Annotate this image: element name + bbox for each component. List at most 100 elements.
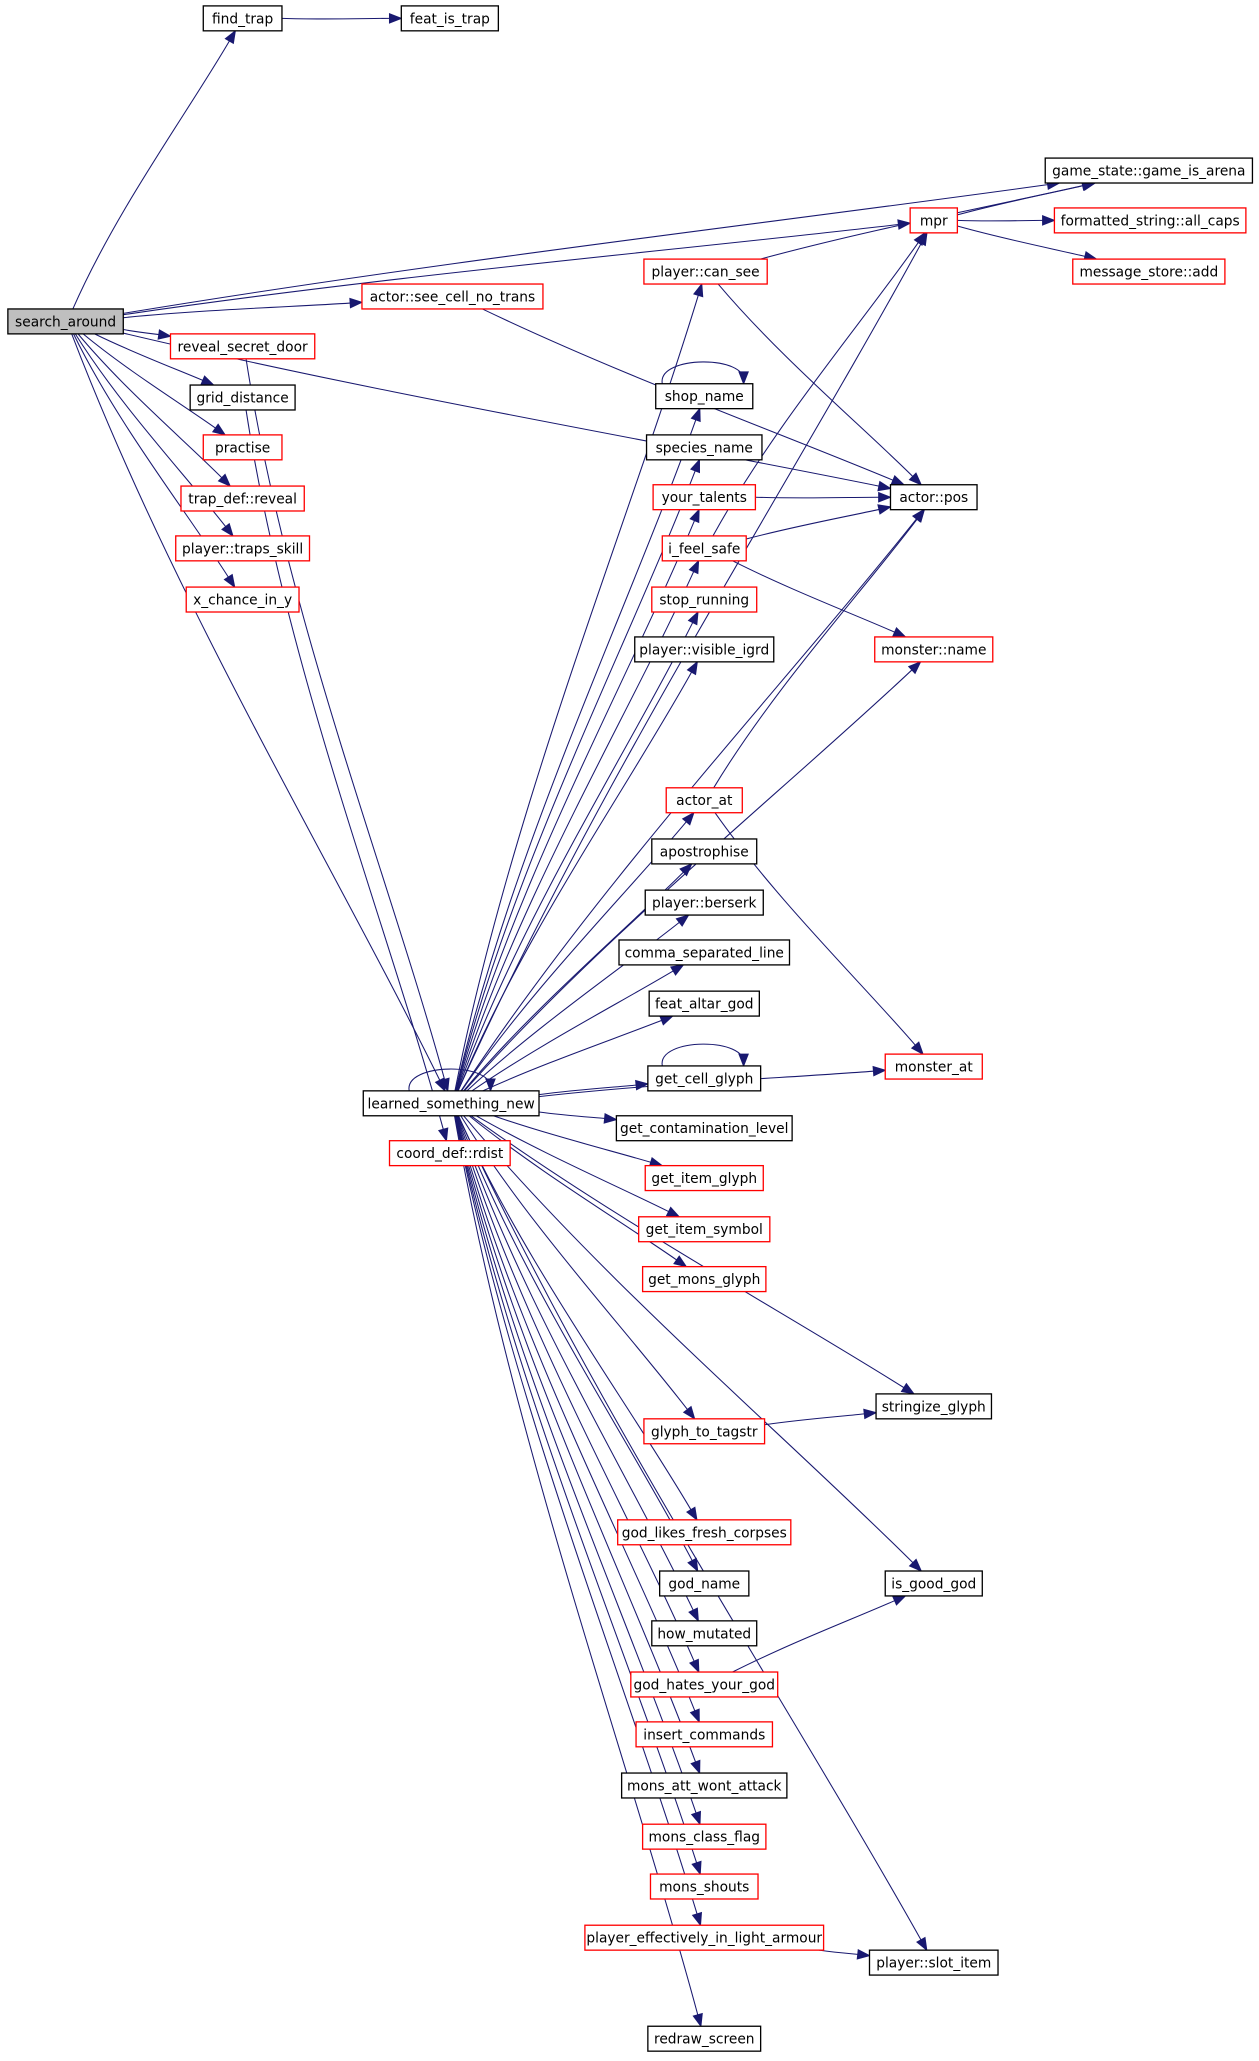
node-label: monster::name [881,642,986,658]
node-light-armour[interactable]: player_effectively_in_light_armour [584,1924,825,1951]
node-traps-skill[interactable]: player::traps_skill [175,535,311,562]
node-stop-running[interactable]: stop_running [651,586,758,613]
node-redraw-screen[interactable]: redraw_screen [647,2025,762,2052]
node-search-around[interactable]: search_around [7,308,124,335]
node-x-chance[interactable]: x_chance_in_y [185,586,300,613]
node-label: apostrophise [660,844,749,860]
node-label: get_item_symbol [646,1222,763,1238]
node-visible-igrd[interactable]: player::visible_igrd [634,636,775,663]
node-i-feel-safe[interactable]: i_feel_safe [661,535,747,562]
node-box [647,2025,762,2052]
node-practise[interactable]: practise [202,434,283,461]
node-get-item-glyph[interactable]: get_item_glyph [644,1164,764,1192]
node-shop-name[interactable]: shop_name [655,383,754,410]
node-god-name[interactable]: god_name [659,1570,750,1597]
node-label: message_store::add [1079,265,1218,281]
node-rdist[interactable]: coord_def::rdist [388,1140,511,1167]
node-actor-pos[interactable]: actor::pos [889,484,978,511]
node-label: formatted_string::all_caps [1061,213,1240,229]
node-god-likes[interactable]: god_likes_fresh_corpses [617,1519,792,1546]
node-god-hates[interactable]: god_hates_your_god [630,1671,779,1698]
node-mons-shouts[interactable]: mons_shouts [649,1873,759,1900]
node-trap-reveal[interactable]: trap_def::reveal [180,485,305,512]
node-box [584,1924,825,1951]
node-monster-name[interactable]: monster::name [874,636,994,663]
node-get-cell-glyph[interactable]: get_cell_glyph [647,1065,762,1092]
node-label: your_talents [662,490,747,506]
node-box [189,384,296,411]
edge-learned-to-i_feel_safe [456,559,700,1092]
node-box [652,484,757,511]
node-get-item-symbol[interactable]: get_item_symbol [638,1216,771,1243]
node-stringize-glyph[interactable]: stringize_glyph [875,1393,993,1420]
node-label: trap_def::reveal [188,492,297,508]
node-label: grid_distance [197,390,289,406]
node-msg-add[interactable]: message_store::add [1072,258,1226,285]
node-box [634,636,775,663]
edge-learned-to-visible_igrd [457,660,699,1092]
node-box [388,1140,511,1167]
edge-reveal_secret_door-to-learned [245,358,450,1093]
node-berserk[interactable]: player::berserk [644,889,764,916]
node-grid-distance[interactable]: grid_distance [189,384,296,411]
node-box [362,1090,540,1117]
node-comma-sep[interactable]: comma_separated_line [618,939,791,966]
edges-layer [71,13,1098,2028]
node-apostrophise[interactable]: apostrophise [651,838,758,865]
node-box [180,485,305,512]
node-label: i_feel_safe [668,541,740,557]
edge-can_see-to-actor_pos [717,283,923,486]
node-slot-item[interactable]: player::slot_item [868,1949,999,1976]
node-feat-is-trap[interactable]: feat_is_trap [400,5,500,32]
node-feat-altar-god[interactable]: feat_altar_god [648,990,760,1017]
node-label: mons_class_flag [649,1830,760,1846]
node-box [647,1065,762,1092]
node-can-see[interactable]: player::can_see [643,258,768,285]
edge-learned-to-stop_running [456,610,699,1092]
node-glyph-to-tagstr[interactable]: glyph_to_tagstr [643,1418,766,1445]
node-get-contamination[interactable]: get_contamination_level [615,1115,793,1142]
node-box [643,258,768,285]
node-species-name[interactable]: species_name [645,434,763,461]
node-mons-att[interactable]: mons_att_wont_attack [620,1772,788,1799]
node-your-talents[interactable]: your_talents [652,484,757,511]
node-box [1072,258,1226,285]
edge-search_around-to-see_cell [123,297,364,319]
node-insert-commands[interactable]: insert_commands [635,1721,774,1748]
node-actor-at[interactable]: actor_at [665,787,743,814]
node-how-mutated[interactable]: how_mutated [651,1620,758,1647]
edge-learned-to-stringize_glyph [470,1115,916,1395]
node-label: player::visible_igrd [639,642,769,658]
node-mons-class-flag[interactable]: mons_class_flag [641,1823,767,1850]
edge-light_armour-to-slot_item [818,1948,871,1960]
node-all-caps[interactable]: formatted_string::all_caps [1053,207,1247,234]
edge-mpr-to-all_caps [957,215,1056,226]
edge-learned-to-feat_altar_god [482,1015,674,1092]
node-box [202,5,283,32]
edge-learned-to-learned [408,1068,496,1093]
node-mpr[interactable]: mpr [909,207,959,234]
node-label: how_mutated [657,1626,751,1642]
node-find-trap[interactable]: find_trap [202,5,283,32]
node-get-mons-glyph[interactable]: get_mons_glyph [641,1265,767,1293]
node-label: search_around [15,314,116,330]
node-see-cell[interactable]: actor::see_cell_no_trans [361,283,544,310]
node-label: redraw_screen [654,2032,755,2048]
node-reveal-secret-door[interactable]: reveal_secret_door [169,333,316,360]
node-label: get_item_glyph [651,1171,757,1187]
node-learned[interactable]: learned_something_new [362,1090,540,1117]
node-label: comma_separated_line [625,945,784,961]
edge-learned-to-comma_sep [471,964,685,1092]
nodes-layer: search_around find_trap feat_is_trap game_s… [7,5,1254,2052]
node-label: player_effectively_in_light_armour [586,1931,822,1947]
node-box [644,889,764,916]
node-is-good-god[interactable]: is_good_god [884,1570,983,1597]
edge-i_feel_safe-to-monster_name [732,560,907,638]
node-box [618,939,791,966]
node-game-is-arena[interactable]: game_state::game_is_arena [1044,157,1254,184]
node-label: player::berserk [652,896,756,912]
node-label: player::slot_item [876,1956,991,1972]
edge-learned-to-god_name [457,1115,699,1573]
node-monster-at[interactable]: monster_at [884,1053,983,1080]
